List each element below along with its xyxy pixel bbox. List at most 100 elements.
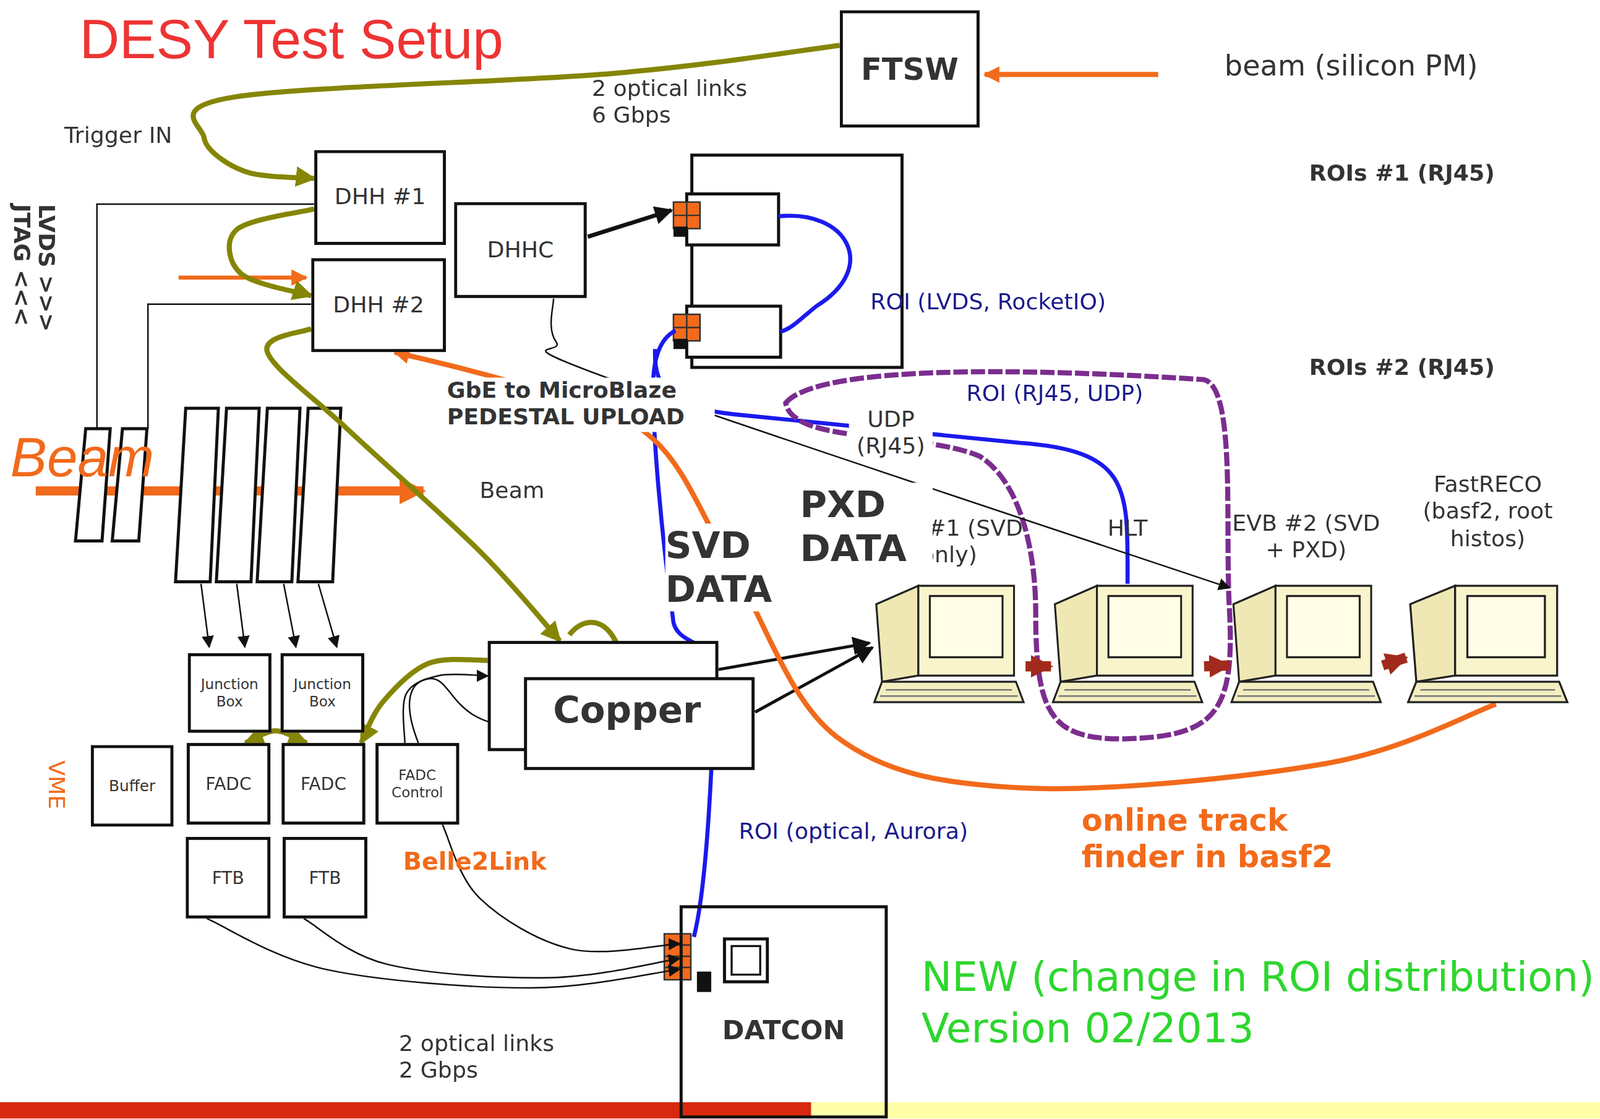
node-label: DHH #2 bbox=[332, 291, 425, 320]
connector bbox=[361, 659, 488, 743]
node-label: FADC Control bbox=[381, 766, 453, 801]
line-art bbox=[236, 583, 245, 647]
node-label: FTB bbox=[212, 867, 245, 889]
computer: HLT bbox=[1050, 515, 1204, 704]
text-label: GbE to MicroBlaze PEDESTAL UPLOAD bbox=[447, 377, 715, 432]
junction-box: Junction Box bbox=[188, 653, 272, 733]
text-label: NEW (change in ROI distribution) bbox=[921, 951, 1595, 1001]
line-art bbox=[97, 204, 315, 429]
text-label: Belle2Link bbox=[403, 846, 547, 877]
line-art bbox=[147, 304, 312, 429]
rotated-label: JTAG <<< bbox=[8, 204, 36, 326]
line-art bbox=[724, 938, 767, 982]
line-art bbox=[587, 210, 672, 237]
vme-module: FTB bbox=[185, 836, 271, 919]
connector bbox=[1025, 661, 1051, 672]
line-art bbox=[673, 202, 701, 229]
line-art bbox=[697, 971, 712, 993]
line-art bbox=[673, 338, 688, 349]
hlt-highlight bbox=[785, 371, 1231, 740]
node-label: Buffer bbox=[108, 776, 156, 796]
text-label: Trigger IN bbox=[64, 122, 173, 150]
connector bbox=[206, 918, 680, 988]
line-art bbox=[984, 71, 1158, 77]
node-label: DATCON bbox=[682, 1014, 886, 1046]
line-art bbox=[673, 202, 701, 229]
text-label: online track finder in basf2 bbox=[1081, 802, 1398, 876]
trigger-box: FTSW bbox=[839, 9, 980, 128]
computer-icon bbox=[872, 581, 1026, 704]
computer: EVB #2 (SVD + PXD) bbox=[1229, 510, 1383, 704]
onsen-box bbox=[587, 155, 902, 368]
connector bbox=[403, 674, 488, 743]
text-label: SVD DATA bbox=[665, 523, 798, 612]
computer-icon bbox=[1050, 581, 1204, 704]
text-label: 2 optical links 6 Gbps bbox=[591, 75, 761, 130]
text-label: Beam bbox=[479, 477, 545, 505]
roi-lines bbox=[653, 215, 1128, 937]
connector bbox=[229, 209, 315, 296]
text-label: Beam bbox=[9, 424, 155, 491]
node-label: FADC bbox=[205, 773, 252, 795]
connector bbox=[442, 824, 680, 952]
computer-icon bbox=[1229, 581, 1383, 704]
node-label: DHH #1 bbox=[334, 183, 427, 211]
node-label: FTSW bbox=[860, 50, 959, 88]
text-label: beam (silicon PM) bbox=[1224, 48, 1479, 83]
vme-module: FADC Control bbox=[375, 742, 459, 825]
computer-icon bbox=[1406, 581, 1570, 704]
node-label: FastRECO (basf2, root histos) bbox=[1406, 471, 1570, 553]
connector bbox=[394, 351, 1497, 789]
text-label: 2 optical links 2 Gbps bbox=[398, 1030, 568, 1085]
line-art bbox=[673, 314, 701, 341]
line-art bbox=[283, 583, 297, 647]
rotated-label: VME bbox=[42, 760, 70, 809]
copper-crate: Copper bbox=[487, 640, 756, 771]
line-art bbox=[731, 945, 761, 975]
node-label: Copper bbox=[552, 687, 701, 732]
vme-module: FADC bbox=[281, 742, 365, 825]
datcon-board: DATCON bbox=[679, 904, 889, 1119]
text-label: ROIs #1 (RJ45) bbox=[1309, 160, 1495, 188]
node-label: HLT bbox=[1107, 515, 1148, 543]
connector bbox=[1204, 665, 1230, 667]
rotated-label: LVDS >>> bbox=[32, 204, 60, 332]
line-art bbox=[0, 1102, 812, 1119]
vme-module: Buffer bbox=[90, 744, 174, 827]
node-label: FTB bbox=[308, 867, 341, 889]
line-art bbox=[673, 314, 701, 341]
footer-bar bbox=[0, 1102, 1600, 1119]
line-art bbox=[778, 215, 851, 332]
node-label: Junction Box bbox=[286, 675, 359, 711]
text-label: PXD DATA bbox=[799, 482, 933, 571]
text-label: ROI (optical, Aurora) bbox=[739, 818, 969, 846]
text-label: Version 02/2013 bbox=[921, 1003, 1255, 1053]
text-label: ROIs #2 (RJ45) bbox=[1309, 354, 1495, 382]
text-label: ROI (RJ45, UDP) bbox=[966, 380, 1143, 408]
line-art bbox=[318, 583, 338, 647]
title: DESY Test Setup bbox=[79, 6, 504, 73]
computer: FastRECO (basf2, root histos) bbox=[1406, 471, 1570, 704]
line-art bbox=[811, 1102, 1600, 1119]
text-label: ROI (LVDS, RocketIO) bbox=[870, 288, 1106, 317]
node-label: EVB #2 (SVD + PXD) bbox=[1229, 510, 1383, 565]
line-art bbox=[664, 945, 691, 968]
dhh-box: DHH #2 bbox=[311, 257, 446, 352]
junction-box: Junction Box bbox=[280, 653, 365, 733]
line-art bbox=[298, 408, 341, 582]
connector bbox=[755, 647, 873, 712]
line-art bbox=[664, 933, 691, 980]
line-art bbox=[216, 408, 260, 582]
line-art bbox=[257, 408, 300, 582]
vme-module: FADC bbox=[186, 742, 271, 825]
line-art bbox=[718, 642, 870, 670]
line-art bbox=[686, 306, 781, 357]
node-label: Junction Box bbox=[193, 675, 265, 711]
connector bbox=[266, 328, 560, 641]
node-label: FADC bbox=[300, 773, 347, 795]
vme-module: FTB bbox=[282, 836, 368, 919]
connector bbox=[545, 298, 1230, 589]
line-art bbox=[201, 583, 210, 647]
connector bbox=[303, 918, 680, 978]
